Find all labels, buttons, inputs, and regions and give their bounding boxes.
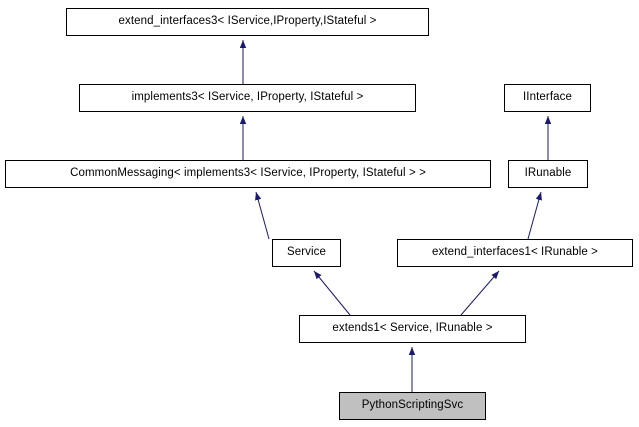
node-irunable[interactable]: IRunable bbox=[508, 160, 588, 188]
node-commonmessaging[interactable]: CommonMessaging< implements3< IService, … bbox=[5, 160, 491, 188]
node-service[interactable]: Service bbox=[272, 239, 341, 267]
node-label: extends1< Service, IRunable > bbox=[332, 322, 493, 335]
node-label: Service bbox=[286, 246, 327, 259]
node-iinterface[interactable]: IInterface bbox=[504, 84, 591, 112]
node-pythonscriptingsvc[interactable]: PythonScriptingSvc bbox=[339, 392, 486, 420]
edge-extends1-to-extend_interfaces1 bbox=[460, 270, 500, 316]
node-extend-interfaces3[interactable]: extend_interfaces3< IService,IProperty,I… bbox=[66, 8, 429, 36]
node-label: CommonMessaging< implements3< IService, … bbox=[70, 167, 426, 180]
edge-service-to-commonmessaging bbox=[255, 191, 270, 240]
node-extend-interfaces1[interactable]: extend_interfaces1< IRunable > bbox=[397, 239, 633, 267]
edge-extends1-to-service bbox=[313, 270, 351, 316]
node-label: implements3< IService, IProperty, IState… bbox=[131, 91, 364, 104]
node-extends1[interactable]: extends1< Service, IRunable > bbox=[299, 315, 526, 343]
node-label: IRunable bbox=[524, 167, 572, 180]
edge-extend_interfaces1-to-irunable bbox=[527, 191, 542, 240]
node-implements3[interactable]: implements3< IService, IProperty, IState… bbox=[79, 84, 416, 112]
node-label: extend_interfaces3< IService,IProperty,I… bbox=[118, 15, 377, 28]
node-label: extend_interfaces1< IRunable > bbox=[431, 246, 599, 259]
node-label: IInterface bbox=[523, 91, 572, 104]
node-label: PythonScriptingSvc bbox=[361, 399, 464, 412]
